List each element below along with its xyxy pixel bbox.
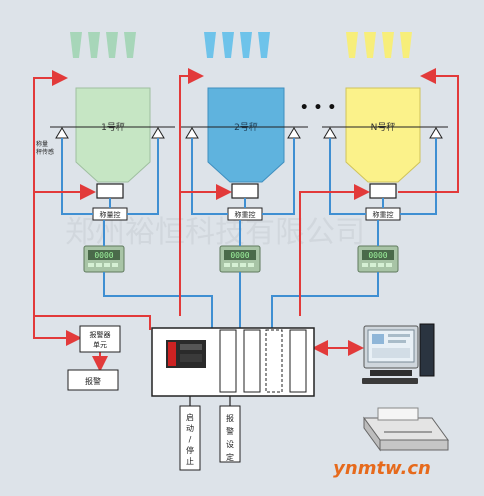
controller-label-n: 称重控: [373, 210, 394, 219]
watermark-text: 郑州裕恒科技有限公司: [65, 215, 365, 250]
sensor-left-n: [323, 127, 337, 139]
alarm-unit-box: [79, 325, 121, 353]
hopper-2: 2号秤 称重控 0000: [180, 32, 308, 273]
start-stop-label: 启动/停止: [186, 412, 194, 466]
alarm-box: [67, 369, 119, 391]
alarm-unit-label-line1: 报警器: [90, 330, 111, 339]
sensor-side-label-1: 称量: [36, 140, 48, 148]
printer: [363, 407, 449, 452]
controller-label-2: 称重控: [235, 210, 256, 219]
alarm-label: 报警: [85, 376, 101, 386]
hopper-body-1: [75, 87, 151, 183]
hopper-n: N号秤 称重控 0000: [322, 32, 448, 273]
display-readout-2: 0000: [230, 251, 249, 260]
sensor-left-1: [55, 127, 69, 139]
display-readout-n: 0000: [368, 251, 387, 260]
feed-cups-1: [70, 32, 136, 58]
sensor-right-2: [287, 127, 301, 139]
site-watermark: ynmtw.cn: [333, 458, 431, 479]
alarm-unit-label-line2: 单元: [93, 340, 107, 349]
feed-cups-2: [204, 32, 270, 58]
weigh-box-2: [231, 183, 259, 199]
control-lines: [33, 68, 459, 372]
plc-panel: [151, 327, 315, 397]
hopper-body-2: [207, 87, 285, 183]
display-readout-1: 0000: [94, 251, 113, 260]
io-module-3: [265, 329, 283, 393]
io-module-1: [219, 329, 237, 393]
controller-label-1: 称量控: [100, 210, 121, 219]
start-stop-box: [179, 405, 201, 471]
sensor-side-label-1b: 秤传感: [36, 148, 54, 156]
display-n: 0000: [357, 245, 399, 273]
hopper-body-n: [345, 87, 421, 183]
computer: [362, 323, 435, 384]
sensor-right-1: [151, 127, 165, 139]
weigh-box-1: [96, 183, 124, 199]
alarm-setting-label: 报警设定: [226, 413, 234, 462]
sensor-left-2: [185, 127, 199, 139]
io-module-2: [243, 329, 261, 393]
weigh-box-n: [369, 183, 397, 199]
display-1: 0000: [83, 245, 125, 273]
hopper-1: 1号秤 称量 秤传感 称量控 0000: [36, 32, 175, 273]
io-module-4: [289, 329, 307, 393]
feed-cups-n: [346, 32, 412, 58]
ellipsis: • • •: [300, 100, 337, 116]
display-2: 0000: [219, 245, 261, 273]
plc-unit: [166, 340, 206, 368]
alarm-setting-box: [219, 405, 241, 463]
sensor-right-n: [429, 127, 443, 139]
signal-wires: [61, 138, 437, 328]
